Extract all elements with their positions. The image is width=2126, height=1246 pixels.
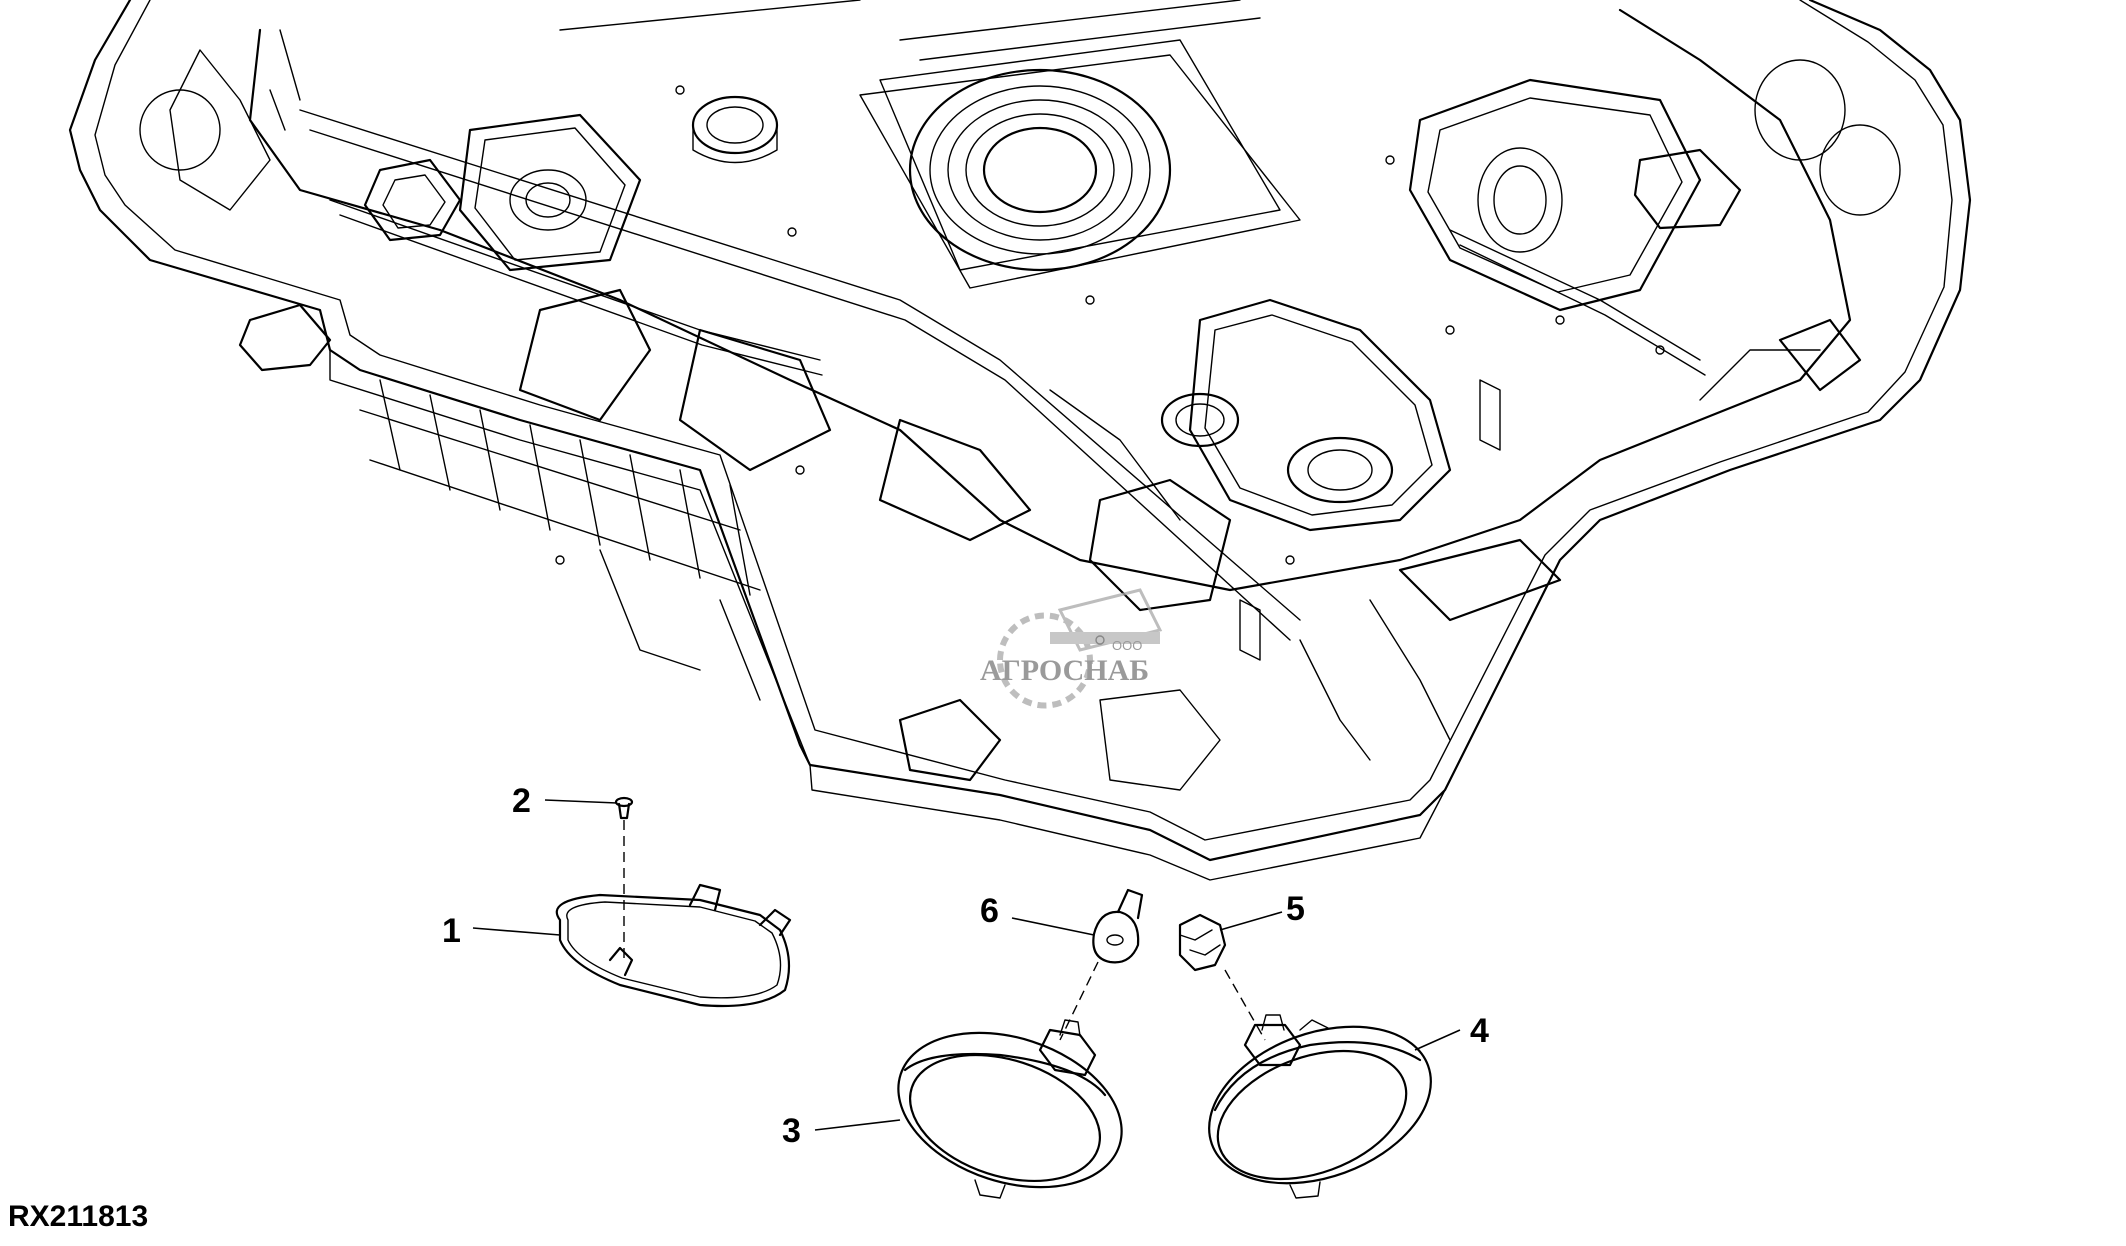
callout-3: 3 — [782, 1112, 801, 1150]
dome-lamp-right — [1208, 1014, 1432, 1199]
callout-4: 4 — [1470, 1012, 1489, 1050]
figure-id: RX211813 — [8, 1200, 148, 1233]
leader-lines — [472, 799, 1461, 1131]
dome-lamp-left — [897, 1019, 1123, 1199]
screw — [614, 796, 634, 960]
cab-roof-headliner — [68, 0, 1972, 881]
festoon-bulb — [1059, 888, 1144, 1041]
wedge-bulb — [1178, 913, 1266, 1041]
callout-2: 2 — [512, 782, 531, 820]
callout-6: 6 — [980, 892, 999, 930]
callout-1: 1 — [442, 912, 461, 950]
callout-5: 5 — [1286, 890, 1305, 928]
watermark-prefix: ООО — [1112, 638, 1142, 653]
gasket-ring — [555, 883, 792, 1008]
watermark-logo — [997, 588, 1163, 709]
watermark-company: АГРОСНАБ — [980, 654, 1149, 687]
